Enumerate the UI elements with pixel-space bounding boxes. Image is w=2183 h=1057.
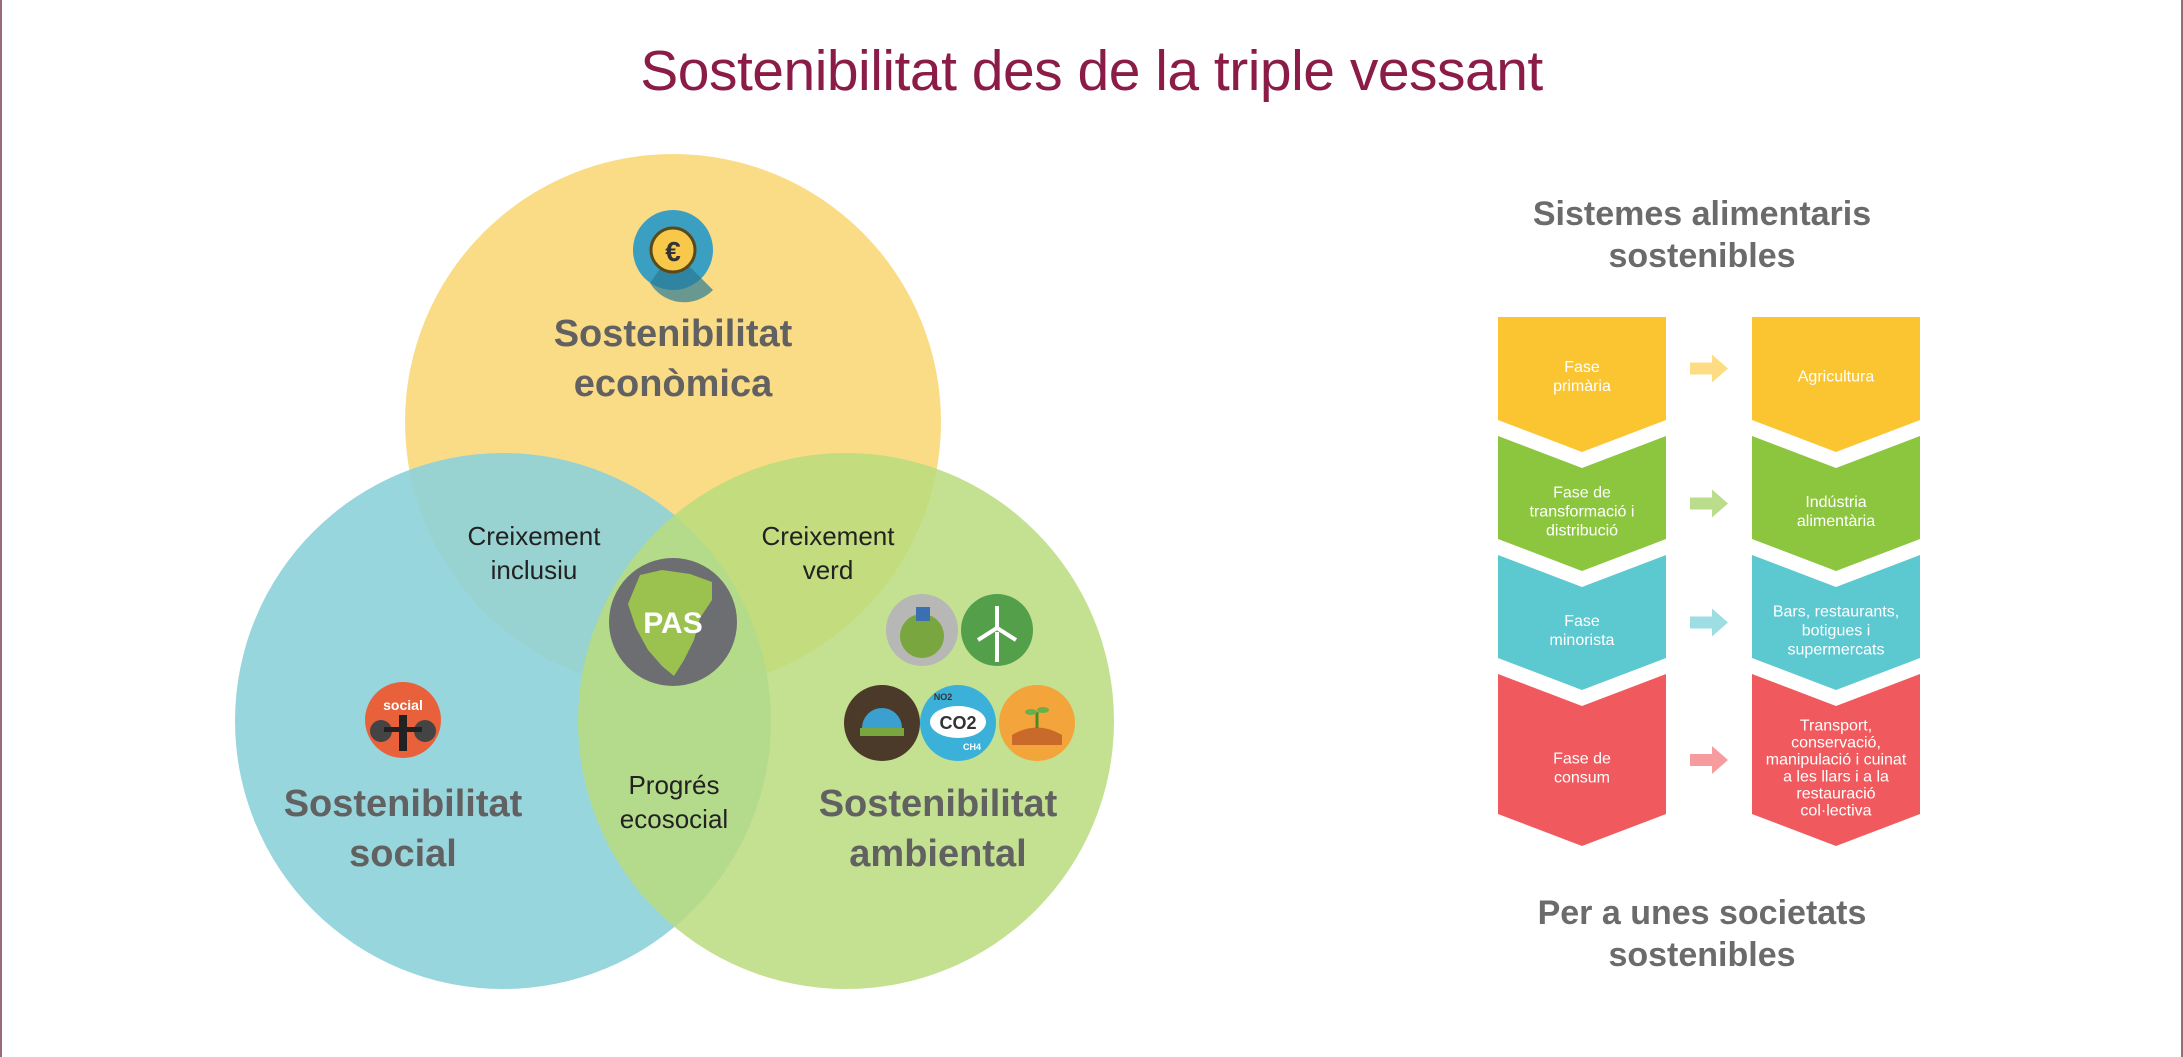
pas-center-badge: PAS — [609, 558, 737, 686]
stage-1-left-text: Fase — [1564, 359, 1600, 376]
no2-label: NO2 — [934, 692, 953, 702]
economic-title-line2: econòmica — [574, 363, 773, 405]
ecosocial-progress-line1: Progrés — [628, 770, 719, 800]
stage-4-left-chevron — [1498, 674, 1666, 846]
environmental-title-line1: Sostenibilitat — [819, 783, 1058, 825]
stage-2-left-text: transformació i — [1530, 504, 1635, 521]
stage-4-right-chevron — [1752, 674, 1920, 846]
catalonia-map-icon — [628, 570, 712, 676]
venn-diagram: € Sostenibilitat econòmica Sostenibilita… — [235, 154, 1114, 989]
co2-emissions-icon: CO2 NO2 CH4 — [920, 685, 996, 761]
stage-4-right-text: col·lectiva — [1800, 803, 1871, 820]
stage-2-left-chevron — [1498, 436, 1666, 571]
stage-2-right-text: Indústria — [1805, 494, 1866, 511]
environmental-title-line2: ambiental — [849, 833, 1026, 875]
stage-1-left-chevron — [1498, 317, 1666, 452]
inclusive-growth-line1: Creixement — [468, 521, 602, 551]
food-system-chain: Sistemes alimentaris sostenibles Fase pri… — [1498, 195, 1920, 974]
stage-3-left-text: Fase — [1564, 613, 1600, 630]
social-icon-label: social — [383, 697, 423, 713]
euro-symbol: € — [665, 236, 681, 267]
stage-4-right-text: restauració — [1796, 786, 1875, 803]
page-border-left — [0, 0, 2, 1057]
social-title-line1: Sostenibilitat — [284, 783, 523, 825]
stage-4-right-text: conservació, — [1791, 735, 1881, 752]
stage-2-left-text: Fase de — [1553, 485, 1611, 502]
stage-3-left-text: minorista — [1550, 632, 1615, 649]
euro-coin-icon: € — [633, 210, 713, 303]
ch4-label: CH4 — [963, 742, 981, 752]
green-growth-line1: Creixement — [762, 521, 896, 551]
social-balance-icon: social — [365, 682, 441, 758]
stage-4-right-text: manipulació i cuinat — [1766, 752, 1907, 769]
societies-title-line2: sostenibles — [1608, 936, 1795, 974]
stage-4-left-text: Fase de — [1553, 751, 1611, 768]
page-border-right — [2181, 0, 2183, 1057]
stage-2-right-chevron — [1752, 436, 1920, 571]
greenhouse-icon — [844, 685, 920, 761]
co2-label: CO2 — [939, 713, 976, 733]
stage-1-right-chevron — [1752, 317, 1920, 452]
stage-4-right-text: Transport, — [1800, 718, 1872, 735]
stage-4-left-text: consum — [1554, 770, 1610, 787]
stage-3-left-chevron — [1498, 555, 1666, 690]
social-title-line2: social — [349, 833, 457, 875]
stage-4-arrow-icon — [1690, 746, 1728, 774]
stage-3-arrow-icon — [1690, 608, 1728, 637]
stage-1-right-text: Agricultura — [1798, 369, 1875, 386]
planet-icon — [886, 594, 958, 666]
stage-3-right-text: Bars, restaurants, — [1773, 604, 1899, 621]
stage-4-right-text: a les llars i a la — [1783, 769, 1889, 786]
wind-turbine-icon — [961, 594, 1033, 666]
stage-2-left-text: distribució — [1546, 523, 1618, 540]
sprout-icon — [999, 685, 1075, 761]
green-growth-line2: verd — [803, 555, 854, 585]
stage-3-right-text: supermercats — [1788, 642, 1885, 659]
stage-2-arrow-icon — [1690, 489, 1728, 518]
page-title: Sostenibilitat des de la triple vessant — [640, 39, 1543, 103]
stage-3-right-chevron — [1752, 555, 1920, 690]
economic-title-line1: Sostenibilitat — [554, 313, 793, 355]
stage-1-left-text: primària — [1553, 378, 1611, 395]
pas-label: PAS — [643, 607, 702, 640]
inclusive-growth-line2: inclusiu — [491, 555, 578, 585]
stage-2-right-text: alimentària — [1797, 513, 1875, 530]
societies-title-line1: Per a unes societats — [1538, 894, 1867, 932]
stage-3-right-text: botigues i — [1802, 623, 1871, 640]
stage-1-arrow-icon — [1690, 354, 1728, 383]
food-systems-title-line2: sostenibles — [1608, 237, 1795, 275]
food-systems-title-line1: Sistemes alimentaris — [1533, 195, 1871, 233]
ecosocial-progress-line2: ecosocial — [620, 804, 728, 834]
